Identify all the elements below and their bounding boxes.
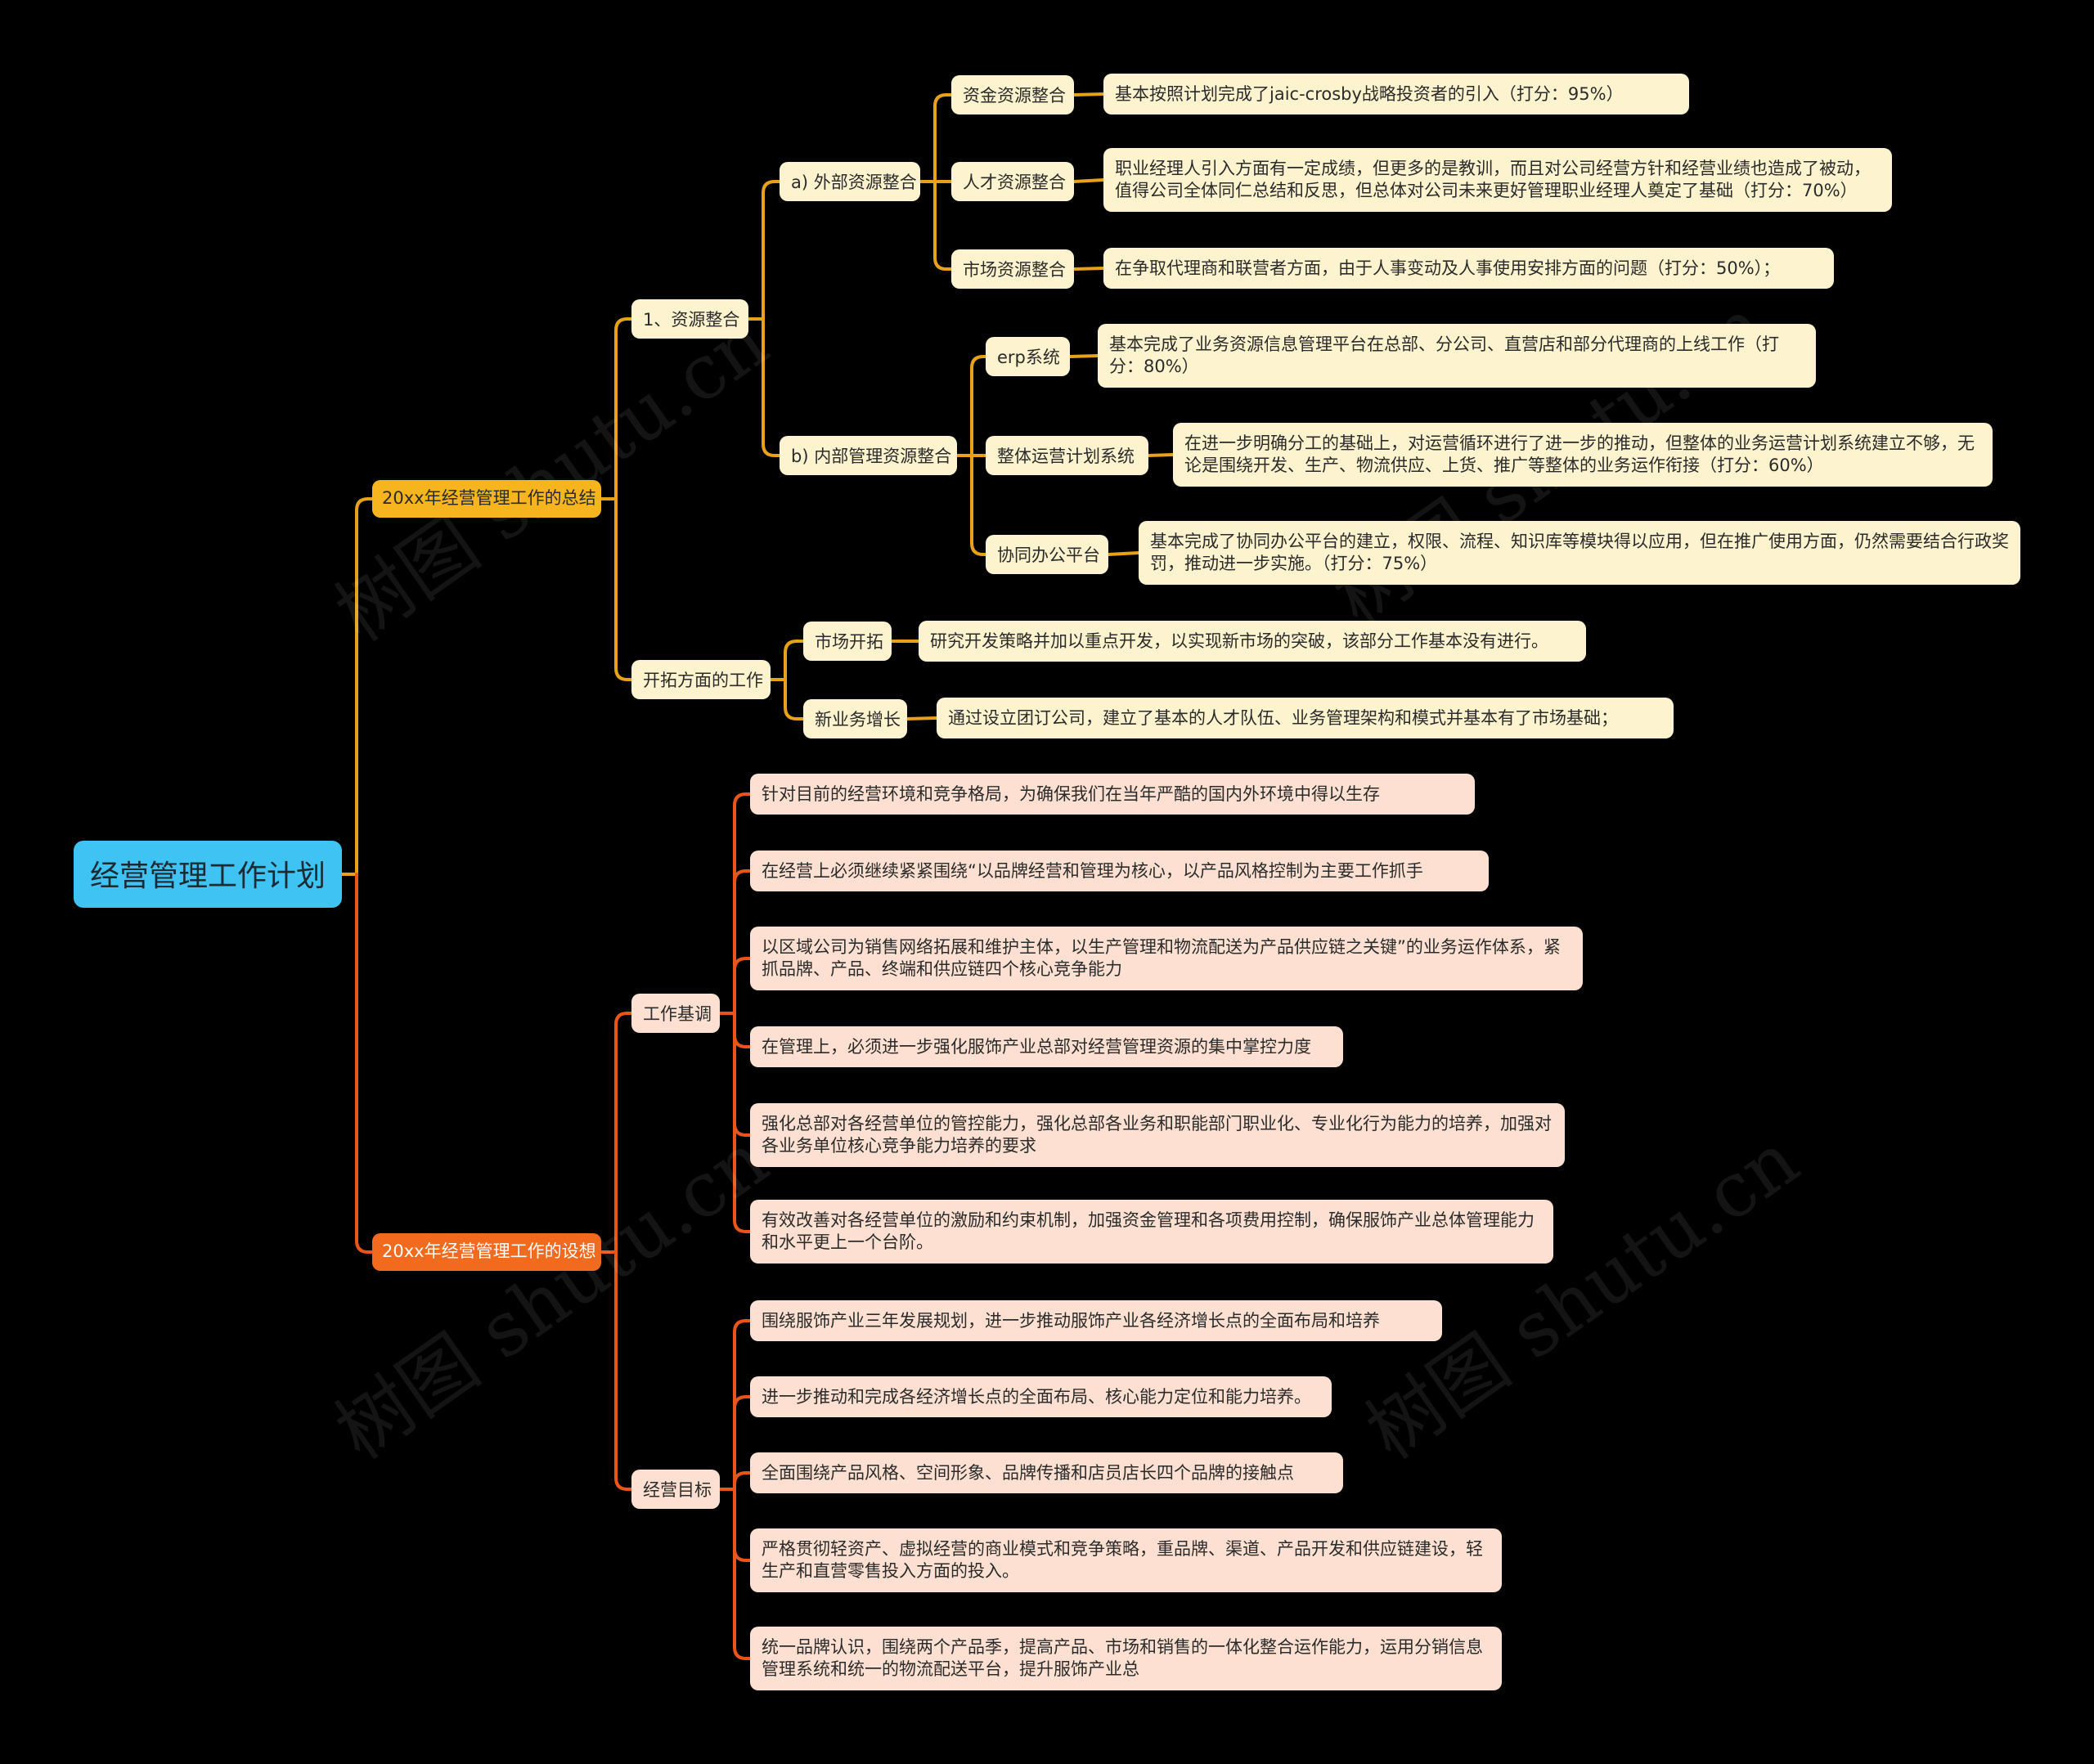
topic-internal-resources[interactable]: b) 内部管理资源整合 xyxy=(780,436,957,475)
detail-new-business: 通过设立团订公司，建立了基本的人才队伍、业务管理架构和模式并基本有了市场基础； xyxy=(937,698,1674,738)
connector-line xyxy=(762,317,781,457)
connector-line xyxy=(1072,178,1105,183)
detail-capital: 基本按照计划完成了jaic-crosby战略投资者的引入（打分：95%） xyxy=(1103,74,1689,114)
connector-line xyxy=(614,497,633,681)
goal-item: 全面围绕产品风格、空间形象、品牌传播和店员店长四个品牌的接触点 xyxy=(750,1452,1343,1493)
detail-erp: 基本完成了业务资源信息管理平台在总部、分公司、直营店和部分代理商的上线工作（打分… xyxy=(1098,324,1816,388)
detail-collab-office: 基本完成了协同办公平台的建立，权限、流程、知识库等模块得以应用，但在推广使用方面… xyxy=(1139,521,2020,585)
connector-line xyxy=(762,180,781,321)
connector-line xyxy=(784,640,805,681)
connector-line xyxy=(733,1012,752,1233)
topic-talent[interactable]: 人才资源整合 xyxy=(951,162,1074,201)
branch-summary[interactable]: 20xx年经营管理工作的总结 xyxy=(372,480,601,518)
connector-line xyxy=(614,1012,633,1254)
topic-collab-office[interactable]: 协同办公平台 xyxy=(986,535,1108,574)
topic-market-resources[interactable]: 市场资源整合 xyxy=(951,249,1074,289)
connector-line xyxy=(733,957,752,1015)
detail-market-resources: 在争取代理商和联营者方面，由于人事变动及人事使用安排方面的问题（打分：50%）； xyxy=(1103,248,1834,289)
connector-line xyxy=(1072,267,1105,271)
connector-line xyxy=(1147,453,1175,457)
connector-line xyxy=(733,1395,752,1491)
root-topic[interactable]: 经营管理工作计划 xyxy=(74,841,342,908)
connector-line xyxy=(1072,92,1105,97)
connector-line xyxy=(970,355,987,457)
detail-talent: 职业经理人引入方面有一定成绩，但更多的是教训，而且对公司经营方针和经营业绩也造成… xyxy=(1103,148,1892,212)
topic-capital[interactable]: 资金资源整合 xyxy=(951,75,1074,114)
tone-item: 针对目前的经营环境和竞争格局，为确保我们在当年严酷的国内外环境中得以生存 xyxy=(750,774,1475,815)
detail-market-expansion: 研究开发策略并加以重点开发，以实现新市场的突破，该部分工作基本没有进行。 xyxy=(919,621,1586,662)
topic-expansion-work[interactable]: 开拓方面的工作 xyxy=(631,660,771,699)
topic-erp[interactable]: erp系统 xyxy=(986,337,1070,376)
connector-line xyxy=(733,1488,752,1562)
connector-line xyxy=(733,792,752,1015)
topic-resource-integration[interactable]: 1、资源整合 xyxy=(631,299,748,339)
connector-line xyxy=(784,678,805,720)
tone-item: 有效改善对各经营单位的激励和约束机制，加强资金管理和各项费用控制，确保服饰产业总… xyxy=(750,1200,1553,1264)
connector-line xyxy=(970,454,987,556)
topic-new-business[interactable]: 新业务增长 xyxy=(803,699,907,738)
tone-item: 在管理上，必须进一步强化服饰产业总部对经营管理资源的集中掌控力度 xyxy=(750,1026,1343,1067)
connector-line xyxy=(933,93,953,183)
connector-line xyxy=(614,1250,633,1491)
connector-line xyxy=(733,1012,752,1137)
connector-line xyxy=(733,1012,752,1048)
connector-line xyxy=(355,873,374,1254)
topic-operations-plan[interactable]: 整体运营计划系统 xyxy=(986,436,1148,475)
connector-line xyxy=(614,317,633,500)
detail-operations-plan: 在进一步明确分工的基础上，对运营循环进行了进一步的推动，但整体的业务运营计划系统… xyxy=(1173,423,1993,487)
tone-item: 以区域公司为销售网络拓展和维护主体，以生产管理和物流配送为产品供应链之关键”的业… xyxy=(750,927,1583,990)
goal-item: 统一品牌认识，围绕两个产品季，提高产品、市场和销售的一体化整合运作能力，运用分销… xyxy=(750,1627,1502,1690)
branch-plan[interactable]: 20xx年经营管理工作的设想 xyxy=(372,1233,601,1271)
goal-item: 围绕服饰产业三年发展规划，进一步推动服饰产业各经济增长点的全面布局和培养 xyxy=(750,1300,1442,1341)
tone-item: 在经营上必须继续紧紧围绕“以品牌经营和管理为核心，以产品风格控制为主要工作抓手 xyxy=(750,851,1489,891)
topic-external-resources[interactable]: a) 外部资源整合 xyxy=(780,162,920,201)
topic-market-expansion[interactable]: 市场开拓 xyxy=(803,622,892,661)
connector-line xyxy=(1068,354,1099,358)
goal-item: 进一步推动和完成各经济增长点的全面布局、核心能力定位和能力培养。 xyxy=(750,1376,1332,1417)
connector-line xyxy=(733,1471,752,1491)
connector-line xyxy=(933,180,953,271)
connector-line xyxy=(733,1488,752,1660)
connector-line xyxy=(733,1319,752,1491)
connector-line xyxy=(733,869,752,1015)
topic-business-goals[interactable]: 经营目标 xyxy=(631,1470,720,1509)
connector-line xyxy=(905,716,938,720)
topic-work-tone[interactable]: 工作基调 xyxy=(631,994,720,1033)
connector-line xyxy=(1107,551,1140,556)
goal-item: 严格贯彻轻资产、虚拟经营的商业模式和竞争策略，重品牌、渠道、产品开发和供应链建设… xyxy=(750,1528,1502,1592)
tone-item: 强化总部对各经营单位的管控能力，强化总部各业务和职能部门职业化、专业化行为能力的… xyxy=(750,1103,1565,1167)
connector-line xyxy=(355,497,374,876)
